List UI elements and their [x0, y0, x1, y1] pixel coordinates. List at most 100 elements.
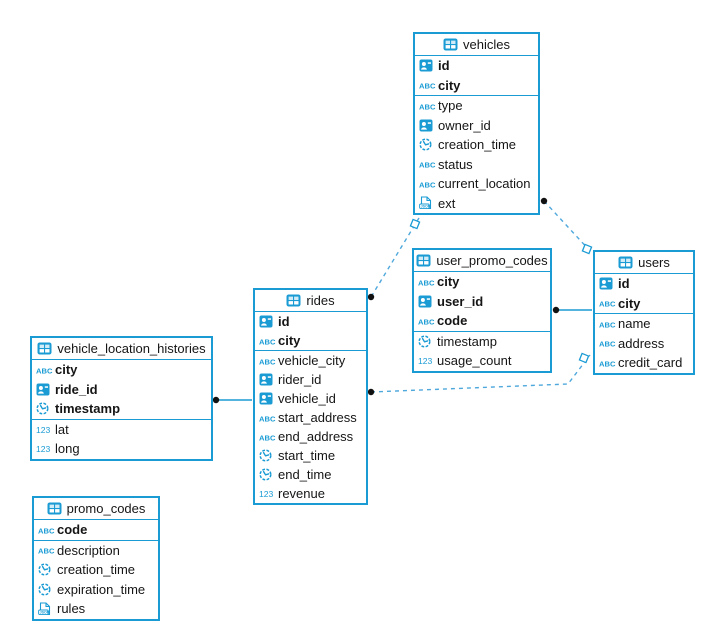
- table-title: users: [638, 255, 670, 270]
- field-name: timestamp: [437, 333, 497, 349]
- field-name: city: [437, 274, 460, 290]
- field-vehicles-creation_time[interactable]: creation_time: [415, 135, 538, 155]
- field-name: code: [437, 313, 468, 329]
- field-name: id: [438, 58, 450, 74]
- field-rides-vehicle_id[interactable]: vehicle_id: [255, 389, 366, 408]
- field-name: credit_card: [618, 355, 683, 371]
- field-vehicles-owner_id[interactable]: owner_id: [415, 116, 538, 136]
- svg-text:ABC: ABC: [259, 414, 276, 423]
- field-name: rider_id: [278, 372, 322, 387]
- abc-text-icon: ABC: [419, 80, 438, 91]
- table-header-rides[interactable]: rides: [255, 290, 366, 312]
- field-name: vehicle_id: [278, 391, 336, 406]
- table-icon: [618, 256, 633, 269]
- json-document-icon: JSON: [38, 602, 57, 616]
- field-name: revenue: [278, 486, 325, 501]
- field-users-id[interactable]: id: [595, 274, 693, 294]
- field-rides-id[interactable]: id: [255, 312, 366, 331]
- field-name: type: [438, 98, 463, 114]
- field-vehicle_location_histories-timestamp[interactable]: timestamp: [32, 399, 211, 419]
- table-header-vehicle_location_histories[interactable]: vehicle_location_histories: [32, 338, 211, 360]
- field-name: id: [278, 314, 290, 329]
- relation-vehicles-users[interactable]: [540, 197, 593, 255]
- field-promo_codes-expiration_time[interactable]: expiration_time: [34, 580, 158, 600]
- field-name: timestamp: [55, 401, 121, 417]
- field-vehicle_location_histories-ride_id[interactable]: ride_id: [32, 380, 211, 400]
- relation-rides-users[interactable]: [367, 352, 591, 396]
- abc-text-icon: ABC: [419, 101, 438, 111]
- square-end-marker: [409, 218, 421, 230]
- field-name: end_time: [278, 467, 332, 482]
- table-header-user_promo_codes[interactable]: user_promo_codes: [414, 250, 550, 272]
- field-name: user_id: [437, 293, 484, 309]
- abc-text-icon: ABC: [259, 356, 278, 366]
- clock-icon: [419, 138, 438, 151]
- relation-vehicle_location_histories-rides[interactable]: [212, 396, 252, 404]
- field-name: city: [278, 333, 301, 348]
- field-name: vehicle_city: [278, 353, 346, 368]
- field-rides-start_time[interactable]: start_time: [255, 446, 366, 465]
- field-name: long: [55, 441, 80, 457]
- svg-text:ABC: ABC: [418, 317, 435, 326]
- table-header-users[interactable]: users: [595, 252, 693, 274]
- table-header-vehicles[interactable]: vehicles: [415, 34, 538, 56]
- svg-text:ABC: ABC: [259, 337, 276, 346]
- field-user_promo_codes-timestamp[interactable]: timestamp: [414, 332, 550, 352]
- svg-text:ABC: ABC: [36, 366, 53, 375]
- dot-end-marker: [212, 396, 220, 404]
- clock-icon: [259, 449, 278, 462]
- field-name: name: [618, 316, 651, 332]
- table-header-promo_codes[interactable]: promo_codes: [34, 498, 158, 520]
- relation-vehicles-rides[interactable]: [367, 217, 421, 301]
- field-name: status: [438, 156, 473, 172]
- relation-user_promo_codes-users[interactable]: [552, 306, 592, 314]
- field-promo_codes-creation_time[interactable]: creation_time: [34, 560, 158, 580]
- field-name: creation_time: [438, 137, 517, 153]
- table-icon: [443, 38, 458, 51]
- abc-text-icon: ABC: [259, 336, 278, 346]
- field-rides-rider_id[interactable]: rider_id: [255, 370, 366, 389]
- field-rides-end_time[interactable]: end_time: [255, 465, 366, 484]
- svg-text:ABC: ABC: [599, 320, 616, 329]
- clock-icon: [38, 563, 57, 576]
- svg-text:ABC: ABC: [419, 161, 436, 170]
- field-vehicle_location_histories-long[interactable]: 123 long: [32, 439, 211, 459]
- field-name: city: [55, 362, 78, 378]
- field-vehicles-id[interactable]: id: [415, 56, 538, 76]
- number-123-icon: 123: [36, 443, 55, 454]
- svg-text:123: 123: [36, 444, 51, 454]
- field-user_promo_codes-user_id[interactable]: user_id: [414, 292, 550, 312]
- dot-end-marker: [367, 388, 375, 396]
